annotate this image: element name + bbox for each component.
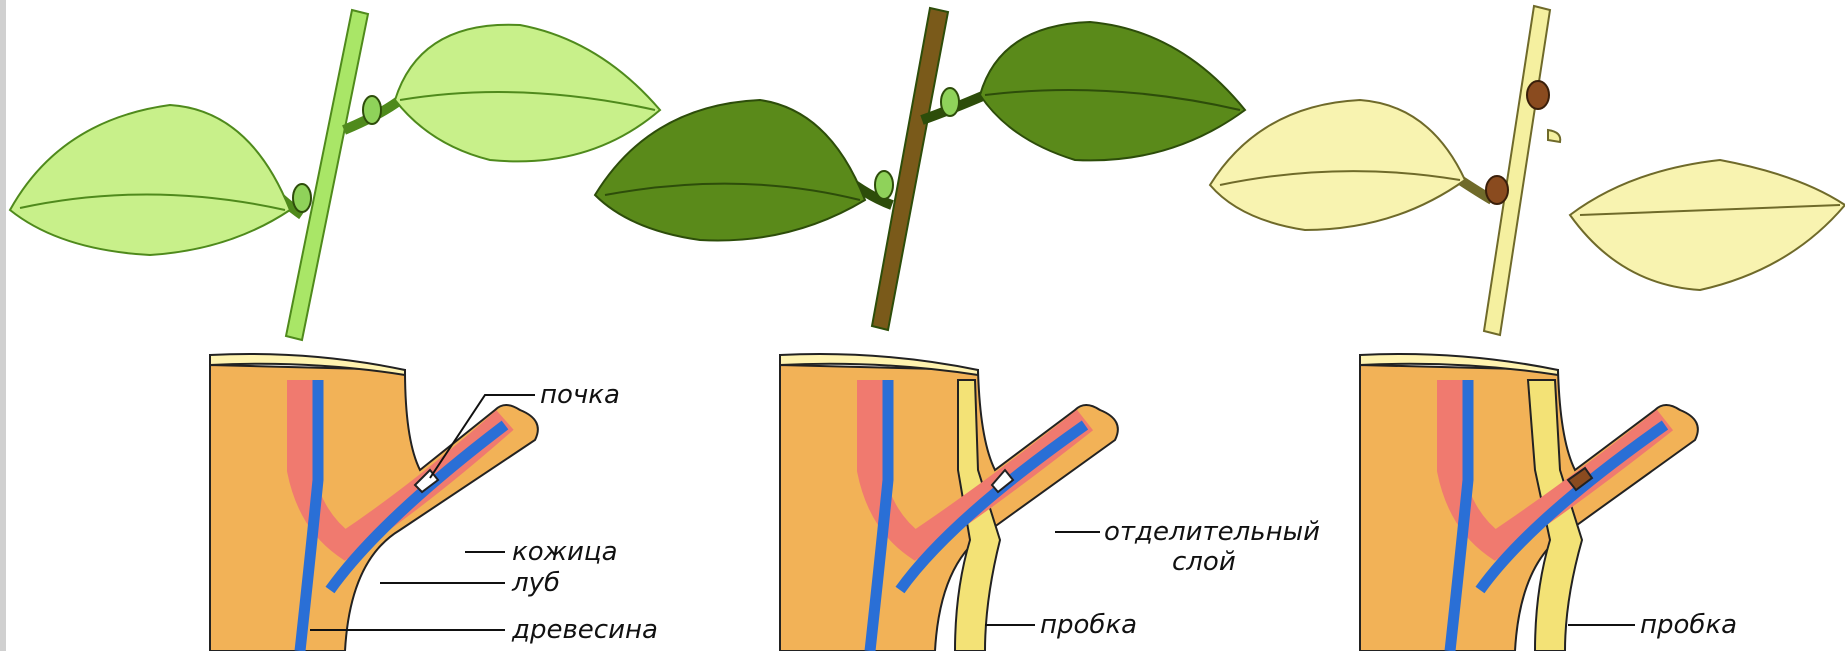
panel-2-twig <box>595 8 1245 330</box>
panel-1-bud-lower <box>293 184 311 212</box>
panel-3-leaf-scar <box>1548 130 1560 142</box>
bast-label: луб <box>511 568 560 598</box>
section-1 <box>210 354 538 651</box>
panel-3-leaf-left <box>1210 100 1465 230</box>
panel-3-twig <box>1210 6 1845 335</box>
section-1-body <box>210 365 538 651</box>
panel-3-bud-lower <box>1486 176 1508 204</box>
panel-1-twig <box>10 10 660 340</box>
epidermis-label: кожица <box>512 537 618 567</box>
panel-3-stem <box>1484 6 1550 335</box>
panel-2-bud-upper <box>941 88 959 116</box>
bud-label: почка <box>540 380 620 410</box>
panel-1-stem <box>286 10 368 340</box>
panel-1-bud-upper <box>363 96 381 124</box>
wood-label: древесина <box>511 615 658 645</box>
cork-panel-2-label: пробка <box>1040 610 1137 640</box>
separating-layer-label-line2: слой <box>1172 547 1236 577</box>
panel-3-bud-upper <box>1527 81 1549 109</box>
cork-panel-3-label: пробка <box>1640 610 1737 640</box>
panel-1-leaf-left <box>10 105 290 255</box>
panel-2-bud-lower <box>875 171 893 199</box>
separating-layer-label-line1: отделительный <box>1104 517 1320 547</box>
section-3 <box>1360 354 1698 651</box>
panel-2-stem <box>872 8 948 330</box>
panel-3-leaf-fallen <box>1570 160 1845 290</box>
left-edge-strip <box>0 0 6 651</box>
section-2 <box>780 354 1118 651</box>
